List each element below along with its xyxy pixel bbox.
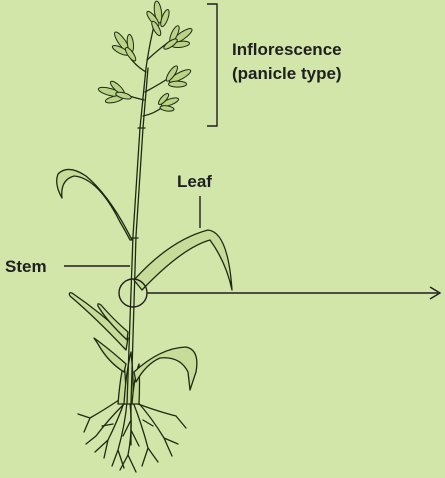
leaf-label: Leaf	[177, 170, 212, 194]
inflorescence-label: Inflorescence (panicle type)	[232, 38, 342, 86]
inflorescence-label-line2: (panicle type)	[232, 62, 342, 86]
roots	[78, 398, 186, 472]
labeled-leaf	[134, 230, 232, 290]
inflorescence-label-line1: Inflorescence	[232, 38, 342, 62]
inflorescence-bracket	[207, 4, 217, 126]
node-circle	[119, 279, 147, 307]
upper-left-leaf	[57, 169, 132, 240]
stem-label: Stem	[5, 255, 47, 279]
